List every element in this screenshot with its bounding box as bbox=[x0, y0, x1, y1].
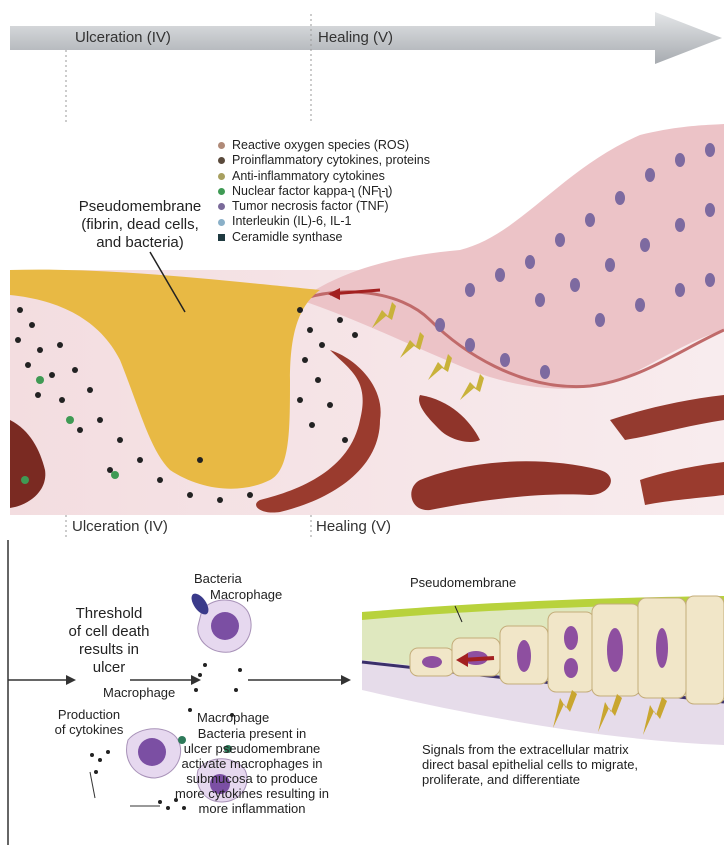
production-text: Production of cytokines bbox=[44, 707, 134, 737]
legend-item: Ceramidle synthase bbox=[218, 230, 430, 245]
legend-item: Reactive oxygen species (ROS) bbox=[218, 138, 430, 153]
legend-label: Reactive oxygen species (ROS) bbox=[232, 138, 409, 153]
legend-label: Proinflammatory cytokines, proteins bbox=[232, 153, 430, 168]
timeline-top-healing: Healing (V) bbox=[318, 29, 393, 46]
pseudomembrane-small-label: Pseudomembrane bbox=[410, 575, 516, 590]
legend-item: Proinflammatory cytokines, proteins bbox=[218, 153, 430, 168]
threshold-text: Threshold of cell death results in ulcer bbox=[64, 605, 154, 677]
macrophage-left-label: Macrophage bbox=[103, 685, 175, 700]
epithelial-strip bbox=[362, 596, 724, 745]
legend-swatch-icon bbox=[218, 173, 225, 180]
ulcer-healing-illustration bbox=[0, 0, 724, 540]
legend-label: Nuclear factor kappa-ʅ (NFʅ-ʅ) bbox=[232, 184, 392, 199]
legend-swatch-icon bbox=[218, 188, 225, 195]
timeline-bottom-healing: Healing (V) bbox=[316, 518, 391, 535]
legend-label: Interleukin (IL)-6, IL-1 bbox=[232, 214, 352, 229]
macrophage-top-label: Macrophage bbox=[210, 587, 282, 602]
legend-swatch-icon bbox=[218, 142, 225, 149]
timeline-top-ulceration: Ulceration (IV) bbox=[75, 29, 171, 46]
legend-item: Anti-inflammatory cytokines bbox=[218, 169, 430, 184]
bacteria-label: Bacteria bbox=[194, 571, 242, 586]
macrophage-bottom-label: Macrophage bbox=[197, 710, 269, 725]
legend-item: Tumor necrosis factor (TNF) bbox=[218, 199, 430, 214]
legend-label: Tumor necrosis factor (TNF) bbox=[232, 199, 389, 214]
timeline-bottom-ulceration: Ulceration (IV) bbox=[72, 518, 168, 535]
legend-label: Anti-inflammatory cytokines bbox=[232, 169, 385, 184]
legend-item: Nuclear factor kappa-ʅ (NFʅ-ʅ) bbox=[218, 184, 430, 199]
bacteria-paragraph: Bacteria present in ulcer pseudomembrane… bbox=[152, 726, 352, 816]
legend: Reactive oxygen species (ROS)Proinflamma… bbox=[218, 138, 430, 245]
legend-label: Ceramidle synthase bbox=[232, 230, 342, 245]
legend-item: Interleukin (IL)-6, IL-1 bbox=[218, 214, 430, 229]
legend-swatch-icon bbox=[218, 157, 225, 164]
pseudomembrane-label: Pseudomembrane (fibrin, dead cells, and … bbox=[40, 198, 240, 252]
signals-text: Signals from the extracellular matrix di… bbox=[422, 742, 638, 787]
